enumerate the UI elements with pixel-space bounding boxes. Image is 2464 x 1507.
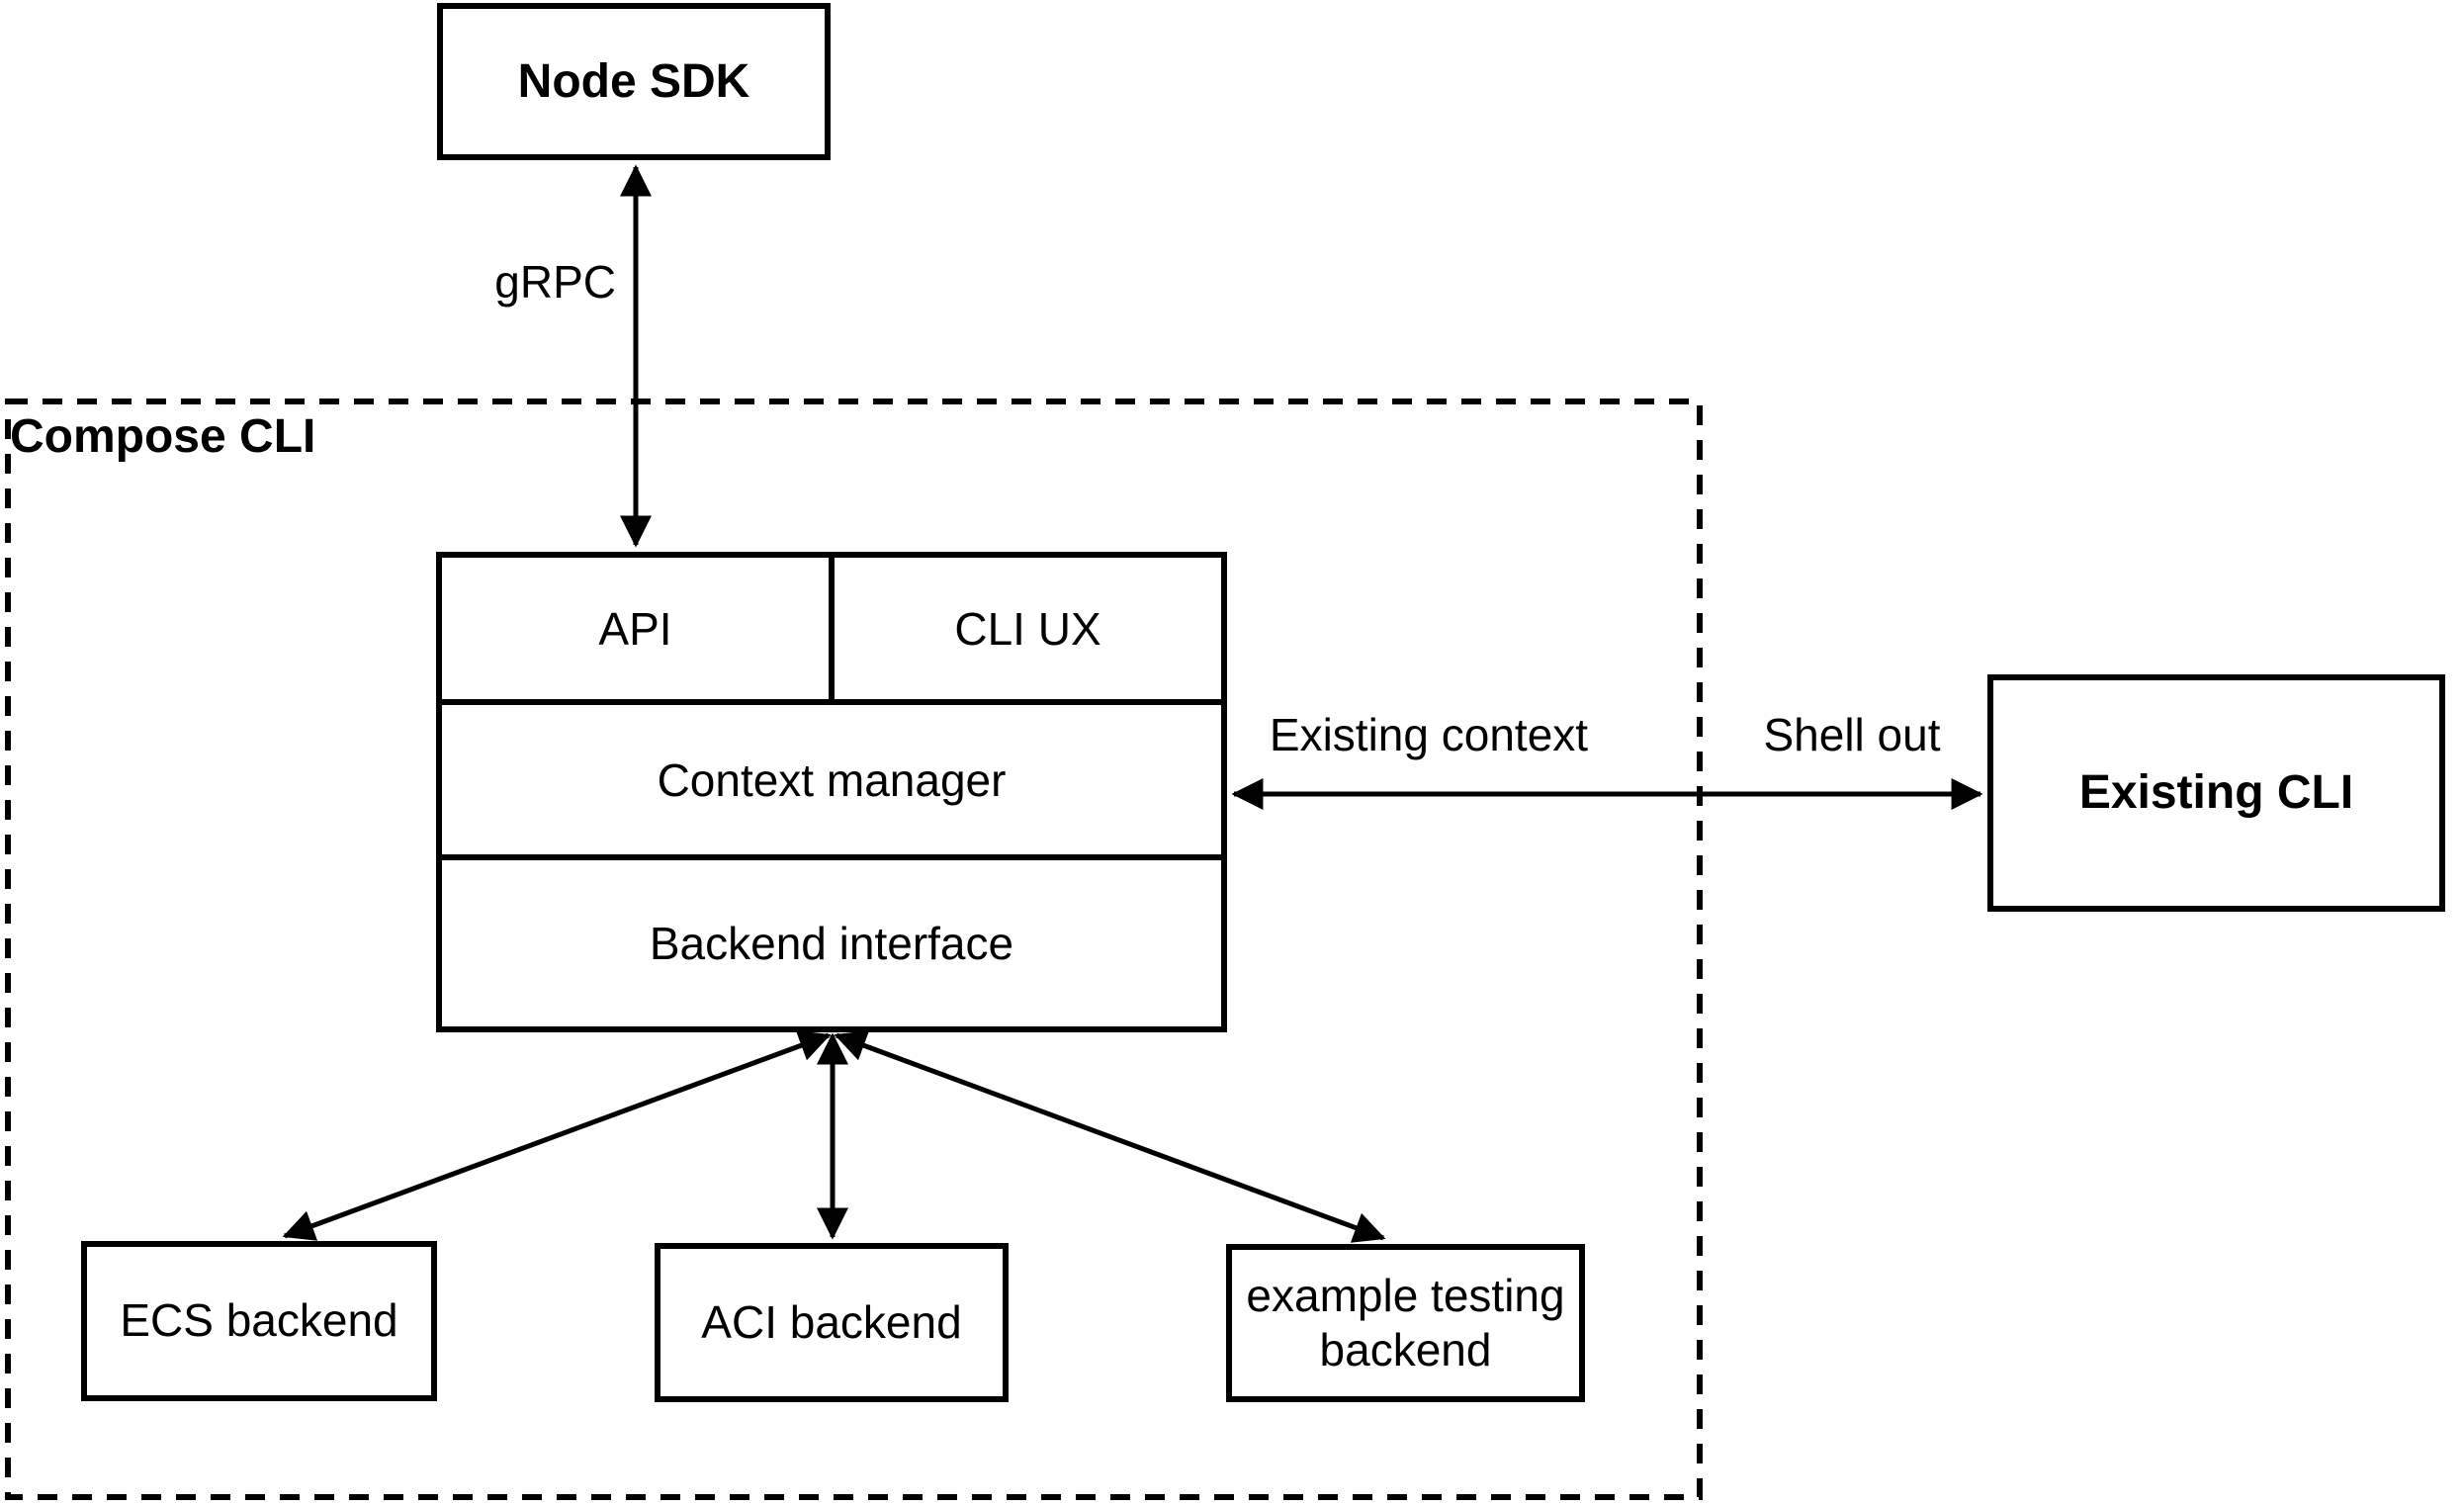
shell-out-edge-label: Shell out — [1763, 709, 1941, 760]
backend-to-ecs-arrow — [282, 1030, 832, 1241]
backend-interface-box: Backend interface — [442, 854, 1221, 1026]
api-cliux-row: API CLI UX — [442, 558, 1221, 699]
compose-cli-container-border — [5, 399, 1703, 1500]
ecs-backend-box: ECS backend — [81, 1241, 437, 1401]
cli-ux-label: CLI UX — [954, 602, 1101, 655]
existing-cli-label: Existing CLI — [2078, 766, 2354, 820]
context-manager-box: Context manager — [442, 699, 1221, 854]
compose-cli-container-label: Compose CLI — [10, 410, 316, 463]
aci-backend-box: ACI backend — [655, 1243, 1009, 1402]
cli-ux-box: CLI UX — [829, 558, 1221, 699]
grpc-edge-label: gRPC — [494, 256, 616, 308]
api-box: API — [442, 558, 829, 699]
context-manager-label: Context manager — [657, 754, 1007, 806]
existing-context-edge-label: Existing context — [1269, 709, 1589, 760]
existing-cli-box: Existing CLI — [1987, 674, 2445, 912]
example-testing-backend-box: example testing backend — [1226, 1244, 1585, 1402]
example-testing-backend-label: example testing backend — [1246, 1269, 1565, 1375]
node-sdk-box: Node SDK — [437, 3, 831, 160]
backend-interface-label: Backend interface — [649, 918, 1014, 969]
compose-cli-core-box: API CLI UX Context manager Backend inter… — [436, 552, 1227, 1032]
ecs-backend-label: ECS backend — [120, 1294, 398, 1347]
api-label: API — [598, 602, 672, 655]
aci-backend-label: ACI backend — [701, 1295, 962, 1348]
backend-to-example-arrow — [834, 1030, 1386, 1243]
node-sdk-label: Node SDK — [517, 54, 750, 108]
